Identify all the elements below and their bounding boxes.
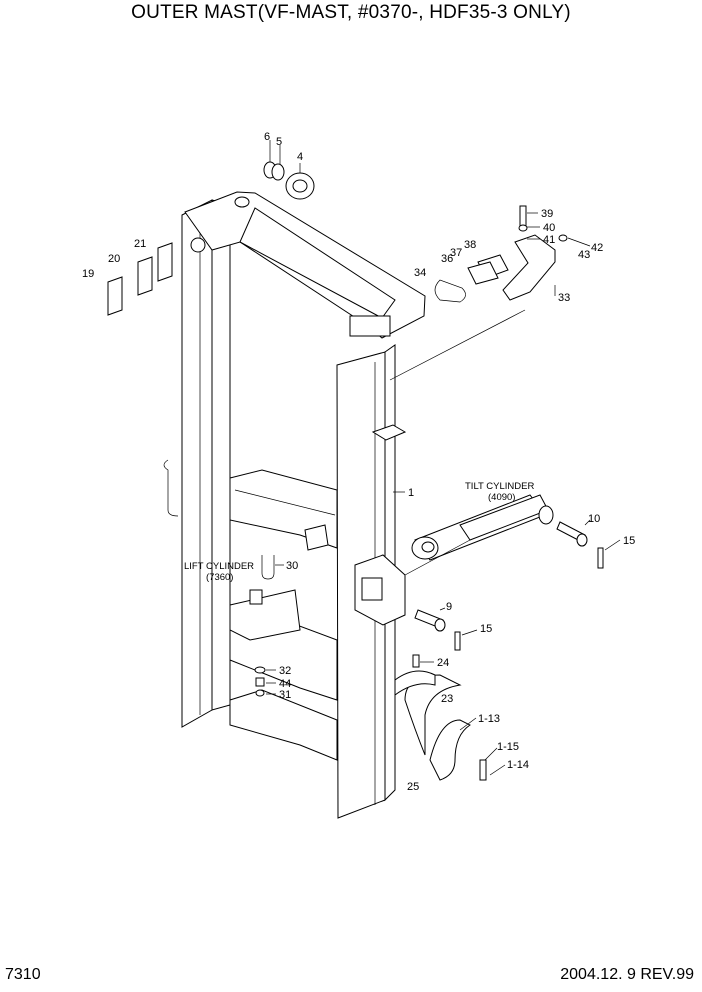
callout-4: 4: [297, 151, 303, 163]
callout-9: 9: [446, 601, 452, 613]
callout-25: 25: [407, 781, 419, 793]
tilt-cylinder-name: TILT CYLINDER: [465, 481, 534, 492]
callout-41: 41: [543, 234, 555, 246]
callout-33: 33: [558, 292, 570, 304]
callout-31: 31: [279, 689, 291, 701]
callout-39: 39: [541, 208, 553, 220]
leader-lines: [266, 140, 621, 776]
page-title: OUTER MAST(VF-MAST, #0370-, HDF35-3 ONLY…: [131, 2, 571, 23]
callout-19: 19: [82, 268, 94, 280]
side-pad-parts: [107, 242, 173, 316]
lift-cylinder-mount: [229, 555, 301, 697]
callout-5: 5: [276, 136, 282, 148]
hose-guide-parts: [434, 205, 568, 303]
callout-20: 20: [108, 253, 120, 265]
callout-15-upper: 15: [623, 535, 635, 547]
callout-1-13: 1-13: [478, 713, 500, 725]
callout-38: 38: [464, 239, 476, 251]
callout-34: 34: [414, 267, 426, 279]
revision-date: 2004.12. 9 REV.99: [560, 966, 694, 983]
callout-1: 1: [408, 487, 414, 499]
outer-mast-frame: [163, 191, 426, 819]
callout-44: 44: [279, 678, 291, 690]
callout-1-14: 1-14: [507, 759, 529, 771]
callout-36: 36: [441, 253, 453, 265]
callout-37: 37: [450, 247, 462, 259]
tilt-cylinder: [411, 494, 554, 561]
callout-24: 24: [437, 657, 449, 669]
pins-bolts: [412, 521, 604, 781]
lift-cylinder-code: (7360): [206, 572, 233, 583]
callout-30: 30: [286, 560, 298, 572]
callout-21: 21: [134, 238, 146, 250]
page-code: 7310: [5, 966, 41, 983]
callout-32: 32: [279, 665, 291, 677]
roller-parts: [263, 161, 315, 200]
callout-labels: 6 5 4 39 40 41 42 43 38 37 36 34 33 21 2…: [82, 131, 635, 793]
callout-40: 40: [543, 222, 555, 234]
callout-43: 43: [578, 249, 590, 261]
callout-10: 10: [588, 513, 600, 525]
callout-1-15: 1-15: [497, 741, 519, 753]
callout-15-lower: 15: [480, 623, 492, 635]
trunnion-cap: [394, 670, 471, 781]
tilt-cylinder-code: (4090): [488, 492, 515, 503]
lift-cylinder-name: LIFT CYLINDER: [184, 561, 254, 572]
callout-23: 23: [441, 693, 453, 705]
callout-6: 6: [264, 131, 270, 143]
callout-42: 42: [591, 242, 603, 254]
